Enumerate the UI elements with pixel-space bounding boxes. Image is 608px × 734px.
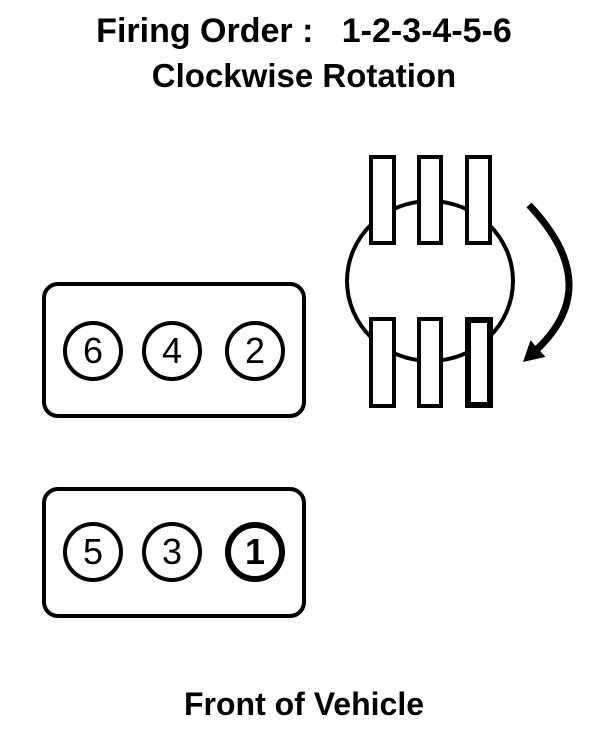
distributor-terminal-bottom-1 [369,317,396,408]
distributor-terminal-bottom-2 [417,317,443,408]
cylinder-1-highlighted: 1 [225,522,285,582]
rotation-subtitle: Clockwise Rotation [151,57,457,94]
cylinder-2: 2 [225,321,285,381]
distributor-terminal-top-2 [417,155,443,245]
cylinder-5: 5 [63,522,123,582]
cylinder-4-number: 4 [161,330,183,371]
front-of-vehicle-label: Front of Vehicle [183,686,425,722]
cylinder-1-number: 1 [244,531,266,572]
distributor-terminal-bottom-3-cylinder-1 [465,317,493,408]
cylinder-bank-front: 5 3 1 [42,487,306,618]
distributor-terminal-top-3 [465,155,492,245]
cylinder-4: 4 [142,321,202,381]
cylinder-3-number: 3 [161,531,183,572]
cylinder-6-number: 6 [82,330,104,371]
page-title: Firing Order : 1-2-3-4-5-6 [96,12,512,50]
cylinder-2-number: 2 [244,330,266,371]
cylinder-6: 6 [63,321,123,381]
distributor-terminal-top-1 [369,155,396,245]
cylinder-5-number: 5 [82,531,104,572]
cylinder-3: 3 [142,522,202,582]
clockwise-rotation-arrow-icon [522,202,573,362]
cylinder-bank-rear: 6 4 2 [42,282,306,418]
